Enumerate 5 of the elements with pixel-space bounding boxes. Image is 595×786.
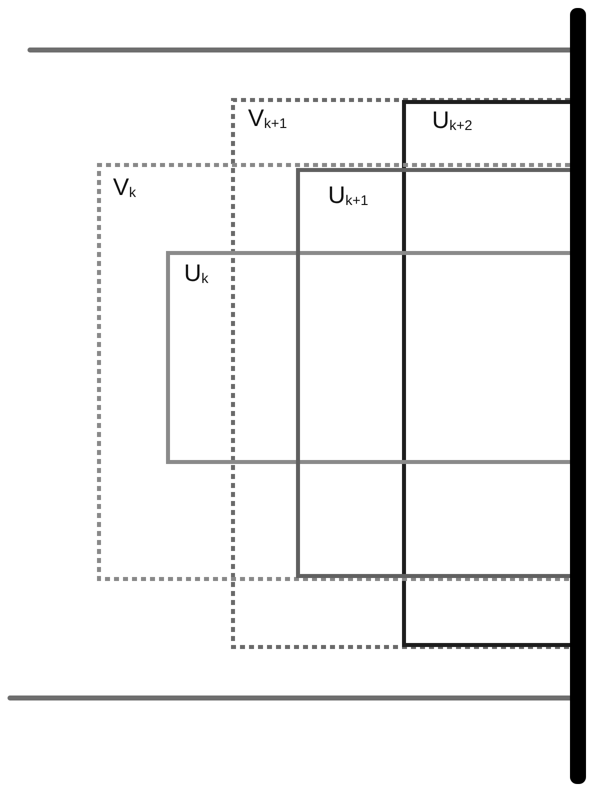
- region-outline: [166, 251, 570, 464]
- region-outline: [296, 168, 570, 578]
- dotted-region-outline: [231, 98, 570, 649]
- region-outline: [402, 100, 570, 647]
- dotted-region-outline: [97, 163, 570, 581]
